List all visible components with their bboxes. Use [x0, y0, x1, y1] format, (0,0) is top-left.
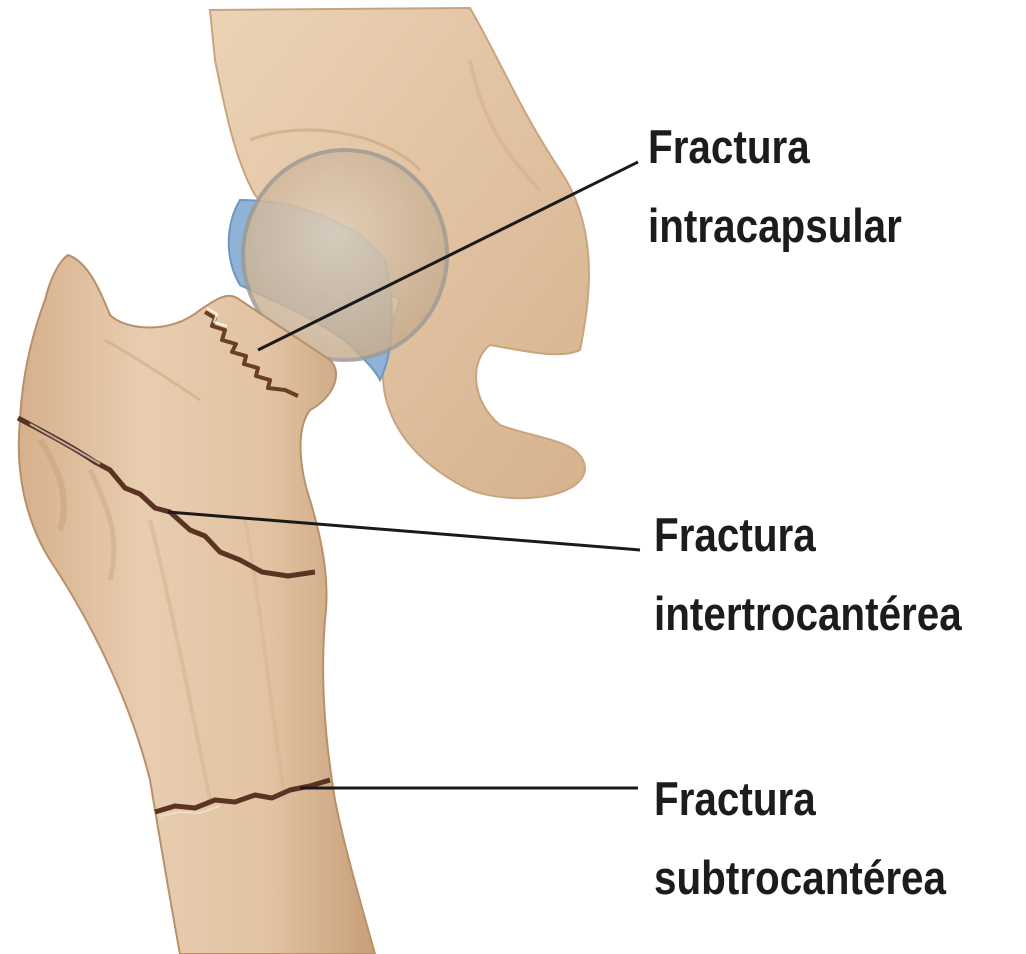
- label-subtrocanterea-line1: Fractura: [654, 760, 946, 839]
- label-intertrocanterea-line2: intertrocantérea: [654, 575, 962, 654]
- label-intracapsular-line1: Fractura: [648, 108, 902, 187]
- label-subtrocanterea-line2: subtrocantérea: [654, 839, 946, 918]
- label-fractura-intertrocanterea: Fractura intertrocantérea: [654, 496, 962, 654]
- label-intertrocanterea-line1: Fractura: [654, 496, 962, 575]
- femur: [19, 255, 375, 954]
- label-intracapsular-line2: intracapsular: [648, 187, 902, 266]
- label-fractura-subtrocanterea: Fractura subtrocantérea: [654, 760, 946, 918]
- label-fractura-intracapsular: Fractura intracapsular: [648, 108, 902, 266]
